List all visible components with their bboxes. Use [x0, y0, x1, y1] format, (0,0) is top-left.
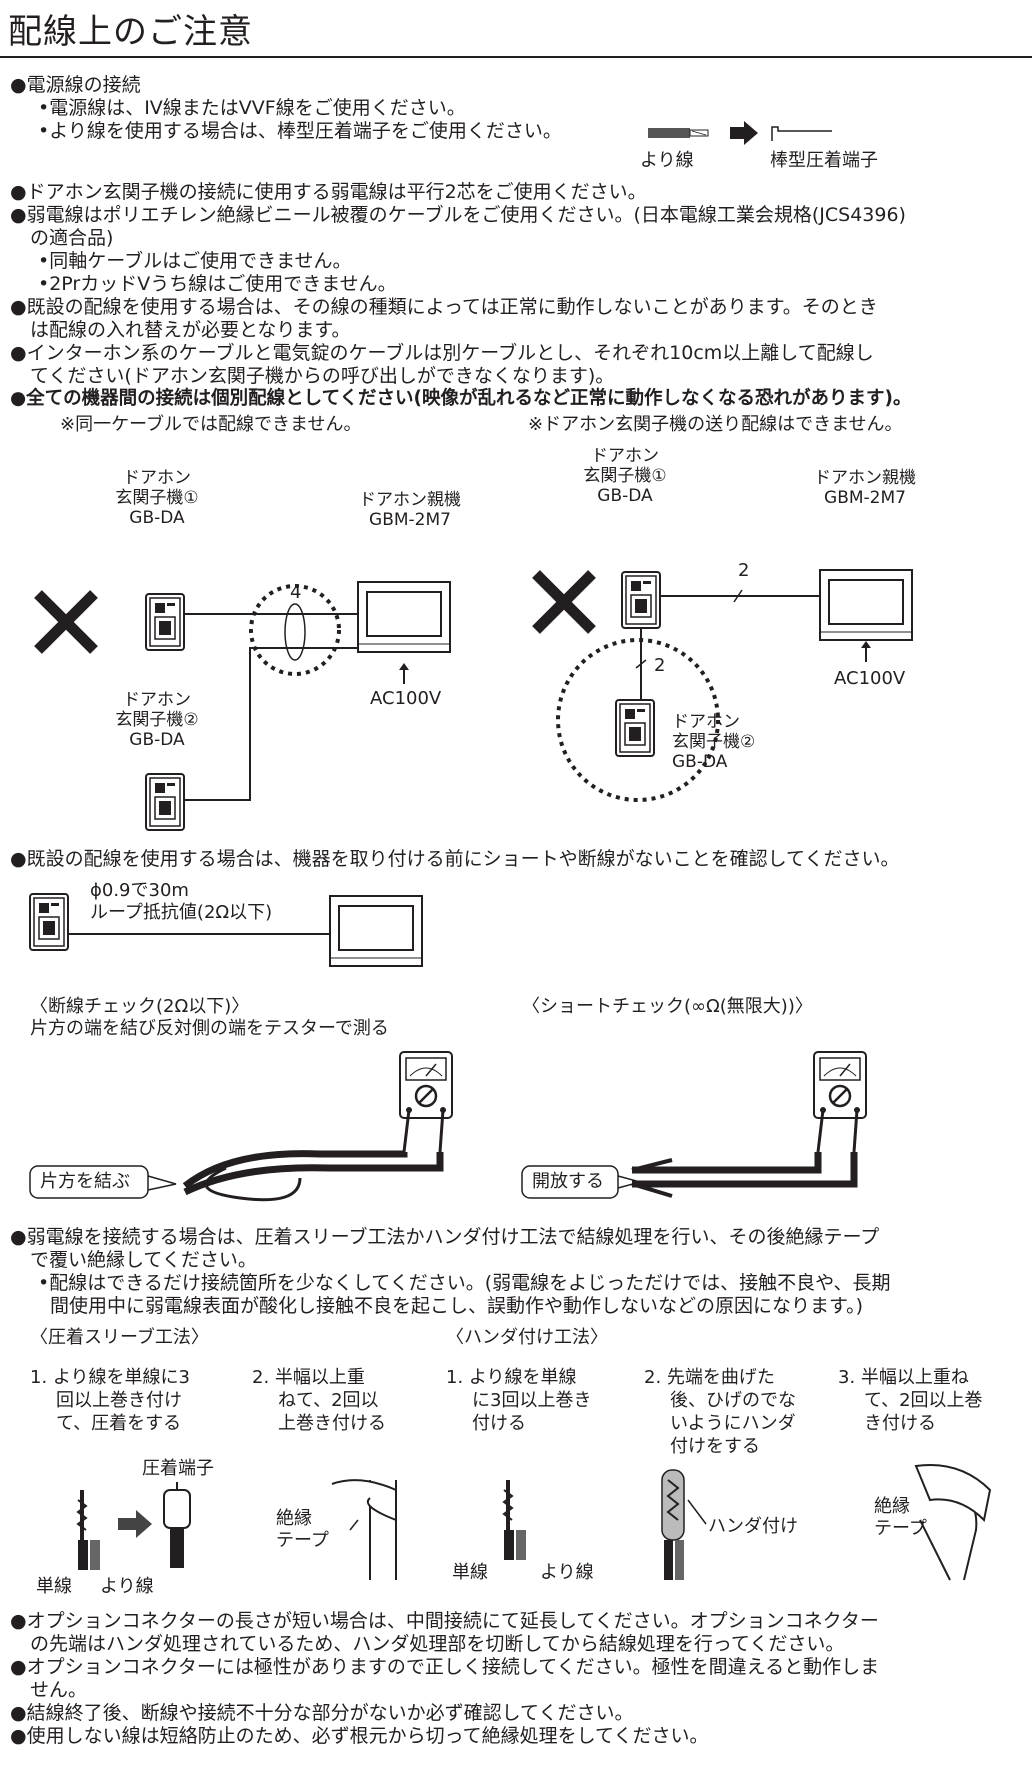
diagA-master-unit: [357, 581, 451, 653]
note-2b: の適合品): [30, 227, 114, 249]
tester-open-icon: [398, 1050, 454, 1120]
check-master-unit: [329, 895, 423, 967]
open-check-desc: 片方の端を結び反対側の端をテスターで測る: [30, 1018, 389, 1039]
diagB-master-label: ドアホン親機 GBM-2M7: [814, 468, 916, 508]
tape-wrap-icon-2: [914, 1464, 992, 1581]
note-8b: の先端はハンダ処理されているため、ハンダ処理部を切断してから結線処理を行ってくだ…: [30, 1633, 845, 1655]
prohibited-x-icon-b: [532, 570, 596, 634]
single-wire-label-1: 単線: [36, 1576, 72, 1597]
title-rule: [0, 56, 1032, 58]
diagB-ac-label: AC100V: [834, 668, 906, 689]
callout-open: 開放する: [532, 1171, 604, 1192]
spec-1: ϕ0.9で30m: [90, 880, 189, 901]
diagB-door1-unit: [621, 571, 661, 629]
note-7s1: •配線はできるだけ接続箇所を少なくしてください。(弱電線をよじっただけでは、接触…: [38, 1272, 891, 1294]
power-heading: ●電源線の接続: [10, 74, 141, 96]
diagB-wire-side: 2: [654, 655, 666, 676]
diagA-door1-label: ドアホン 玄関子機① GB-DA: [115, 468, 199, 528]
callout-tie: 片方を結ぶ: [40, 1171, 130, 1192]
diagB-dotted-circle: [556, 638, 720, 802]
power-sub2: •より線を使用する場合は、棒型圧着端子をご使用ください。: [38, 120, 562, 142]
label-yorisen: より線: [640, 150, 694, 171]
diagB-master-unit: [819, 569, 913, 641]
tape-wrap-icon-1: [331, 1479, 397, 1580]
short-check-title: 〈ショートチェック(∞Ω(無限大))〉: [522, 996, 813, 1017]
note-7b: で覆い絶縁してください。: [30, 1249, 257, 1271]
strand-wire-label-1: より線: [100, 1576, 154, 1597]
prohibited-x-icon-a: [34, 590, 98, 654]
solder-label: ハンダ付け: [708, 1516, 798, 1537]
yorisen-wire-icon: [648, 128, 709, 138]
diagA-dotted-circle: [249, 584, 341, 676]
note-1: ●ドアホン玄関子機の接続に使用する弱電線は平行2芯をご使用ください。: [10, 181, 647, 203]
diagA-ac-label: AC100V: [370, 688, 442, 709]
note-5s2: ※ドアホン玄関子機の送り配線はできません。: [528, 414, 903, 435]
note-4b: てください(ドアホン玄関子機からの呼び出しができなくなります)。: [30, 365, 615, 387]
crimp-terminal-label: 圧着端子: [142, 1458, 214, 1479]
power-sub1: •電源線は、IV線またはVVF線をご使用ください。: [38, 97, 466, 119]
solder-step-1: 1. より線を単線 に3回以上巻き 付ける: [446, 1367, 592, 1434]
strand-wire-label-2: より線: [540, 1562, 594, 1583]
check-door-unit: [29, 893, 69, 951]
open-check-title: 〈断線チェック(2Ω以下)〉: [30, 996, 250, 1017]
diagB-wire-top: 2: [738, 560, 750, 581]
spec-2: ループ抵抗値(2Ω以下): [90, 902, 273, 923]
crimp-terminal-icon: [771, 126, 832, 141]
solder-wire-icon-1: [502, 1480, 526, 1560]
tester-short-icon: [812, 1050, 868, 1120]
note-8a: ●オプションコネクターの長さが短い場合は、中間接続にて延長してください。オプショ…: [10, 1610, 879, 1632]
note-5s1: ※同一ケーブルでは配線できません。: [60, 414, 362, 435]
solder-step-2: 2. 先端を曲げた 後、ひげのでな いようにハンダ 付けをする: [644, 1367, 796, 1457]
note-10: ●結線終了後、断線や接続不十分な部分がないか必ず確認してください。: [10, 1702, 634, 1724]
note-5: ●全ての機器間の接続は個別配線としてください(映像が乱れるなど正常に動作しなくな…: [10, 388, 912, 409]
solder-joint-icon: [661, 1469, 707, 1580]
note-4a: ●インターホン系のケーブルと電気錠のケーブルは別ケーブルとし、それぞれ10cm以…: [10, 342, 874, 364]
note-3a: ●既設の配線を使用する場合は、その線の種類によっては正常に動作しないことがありま…: [10, 296, 878, 318]
label-terminal: 棒型圧着端子: [770, 150, 878, 171]
diagB-door2-unit: [615, 699, 655, 757]
diagA-wire-count: 4: [290, 582, 302, 603]
note-9a: ●オプションコネクターには極性がありますので正しく接続してください。極性を間違え…: [10, 1656, 880, 1678]
solder-step-3: 3. 半幅以上重ね て、2回以上巻 き付ける: [838, 1367, 983, 1434]
tape-label-1: 絶縁 テープ: [276, 1508, 329, 1551]
note-9b: せん。: [30, 1679, 88, 1701]
note-2s1: •同軸ケーブルはご使用できません。: [38, 250, 352, 272]
diagA-door2-label: ドアホン 玄関子機② GB-DA: [115, 690, 199, 750]
note-7a: ●弱電線を接続する場合は、圧着スリーブ工法かハンダ付け工法で結線処理を行い、その…: [10, 1226, 880, 1248]
page-title: 配線上のご注意: [8, 12, 253, 52]
crimp-step-2: 2. 半幅以上重 ねて、2回以 上巻き付ける: [252, 1367, 386, 1434]
note-3b: は配線の入れ替えが必要となります。: [30, 319, 351, 341]
crimp-title: 〈圧着スリーブ工法〉: [30, 1327, 209, 1348]
crimp-step-1: 1. より線を単線に3 回以上巻き付け て、圧着をする: [30, 1367, 190, 1434]
tape-label-2: 絶縁 テープ: [874, 1496, 927, 1539]
diagA-door1-unit: [145, 593, 185, 651]
solder-title: 〈ハンダ付け工法〉: [446, 1327, 608, 1348]
crimp-terminal-sleeve-icon: [163, 1482, 191, 1568]
diagB-door2-label: ドアホン 玄関子機② GB-DA: [672, 712, 756, 772]
note-11: ●使用しない線は短絡防止のため、必ず根元から切って絶縁処理をしてください。: [10, 1725, 709, 1747]
crimp-wire-icon: [76, 1490, 100, 1570]
arrow-right-icon: [730, 121, 758, 145]
diagA-master-label: ドアホン親機 GBM-2M7: [359, 490, 461, 530]
single-wire-label-2: 単線: [452, 1562, 488, 1583]
callout-open-box: [521, 1165, 619, 1199]
note-7s2: 間使用中に弱電線表面が酸化し接触不良を起こし、誤動作や動作しないなどの原因になり…: [50, 1295, 864, 1317]
note-2s2: •2PrカッドVうち線はご使用できません。: [38, 273, 397, 295]
arrow-right-icon-2: [118, 1510, 152, 1538]
diagB-door1-label: ドアホン 玄関子機① GB-DA: [583, 446, 667, 506]
note-2a: ●弱電線はポリエチレン絶縁ビニール被覆のケーブルをご使用ください。(日本電線工業…: [10, 204, 906, 226]
diagA-door2-unit: [145, 773, 185, 831]
callout-tie-box: [29, 1165, 149, 1199]
note-6: ●既設の配線を使用する場合は、機器を取り付ける前にショートや断線がないことを確認…: [10, 848, 900, 870]
